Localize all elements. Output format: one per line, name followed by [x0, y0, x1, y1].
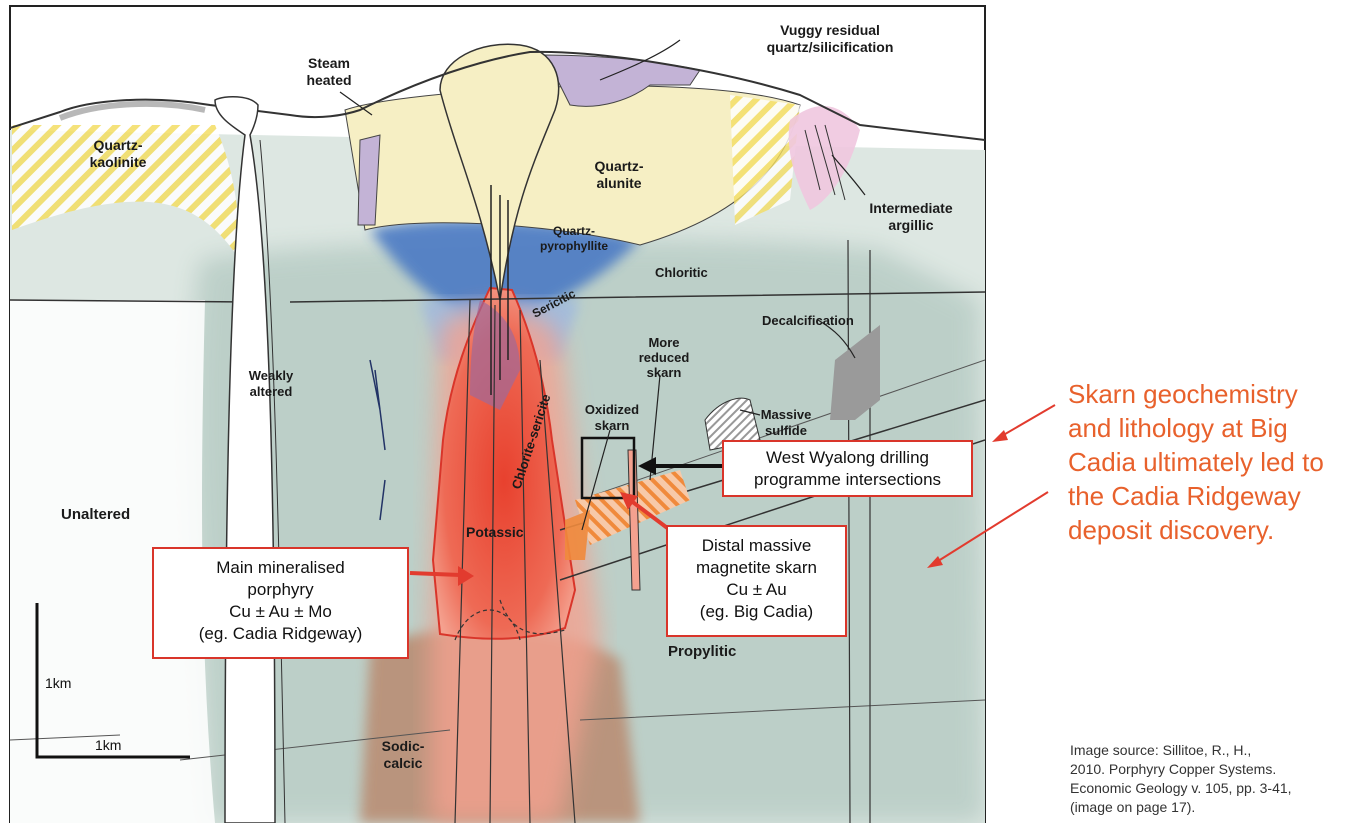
label-sodic-calcic: Sodic-calcic [382, 738, 425, 771]
image-source-citation: Image source: Sillitoe, R., H., 2010. Po… [1070, 741, 1360, 817]
main-porphyry-arrow [410, 573, 460, 575]
label-chloritic: Chloritic [655, 265, 708, 280]
label-propylitic: Propylitic [668, 643, 736, 660]
annotation-arrow-upper [1000, 405, 1055, 437]
callout-west-wyalong: West Wyalong drilling programme intersec… [722, 440, 973, 497]
callout-distal-skarn: Distal massive magnetite skarn Cu ± Au (… [666, 525, 847, 637]
callout-main-porphyry: Main mineralised porphyry Cu ± Au ± Mo (… [152, 547, 409, 659]
label-potassic: Potassic [466, 524, 524, 540]
label-quartz-kaolinite: Quartz-kaolinite [90, 137, 147, 170]
scale-vertical-label: 1km [45, 675, 71, 691]
skarn-annotation: Skarn geochemistry and lithology at Big … [1068, 377, 1358, 547]
label-quartz-alunite: Quartz-alunite [595, 158, 644, 191]
label-decalcification: Decalcification [762, 313, 854, 328]
label-unaltered: Unaltered [61, 506, 130, 523]
scale-horizontal-label: 1km [95, 737, 121, 753]
